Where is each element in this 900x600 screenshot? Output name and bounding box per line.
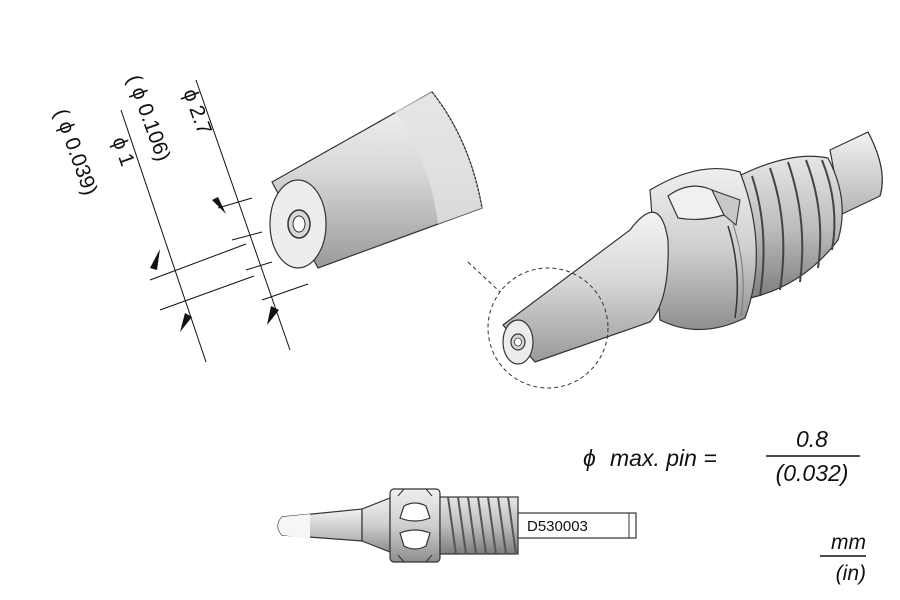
nozzle-3d-illustration — [467, 131, 883, 389]
max-pin-value-mm: 0.8 — [796, 426, 828, 452]
enlarged-tip-illustration — [269, 91, 483, 269]
outer-diameter-label: ϕ 2.7 — [178, 86, 216, 138]
svg-text:ϕ 2.7: ϕ 2.7 — [178, 86, 216, 138]
thread-section — [734, 155, 843, 301]
units-mm-text: mm — [831, 531, 866, 554]
diameter-symbol-text: ϕ — [583, 445, 596, 471]
max-pin-label: max. pin = — [610, 445, 717, 471]
svg-text:ϕ 1: ϕ 1 — [107, 134, 139, 169]
dimension-lines — [120, 79, 309, 363]
nozzle-side-view: D530003 — [277, 488, 637, 563]
svg-text:( ϕ 0.039): ( ϕ 0.039) — [49, 106, 101, 198]
units-in-text: (in) — [836, 562, 866, 585]
max-pin-value-in: (0.032) — [776, 460, 849, 486]
inner-diameter-label: ϕ 1 — [107, 134, 139, 169]
inner-diameter-inch-label: ( ϕ 0.039) — [49, 106, 101, 198]
detail-leader-line — [467, 261, 501, 293]
units-legend: mm (in) — [820, 531, 866, 585]
max-pin-equation: ϕ max. pin = 0.8 (0.032) — [583, 426, 860, 486]
dimension-arrows — [150, 197, 279, 332]
detail-circle — [487, 267, 609, 389]
part-number-text: D530003 — [527, 518, 588, 535]
